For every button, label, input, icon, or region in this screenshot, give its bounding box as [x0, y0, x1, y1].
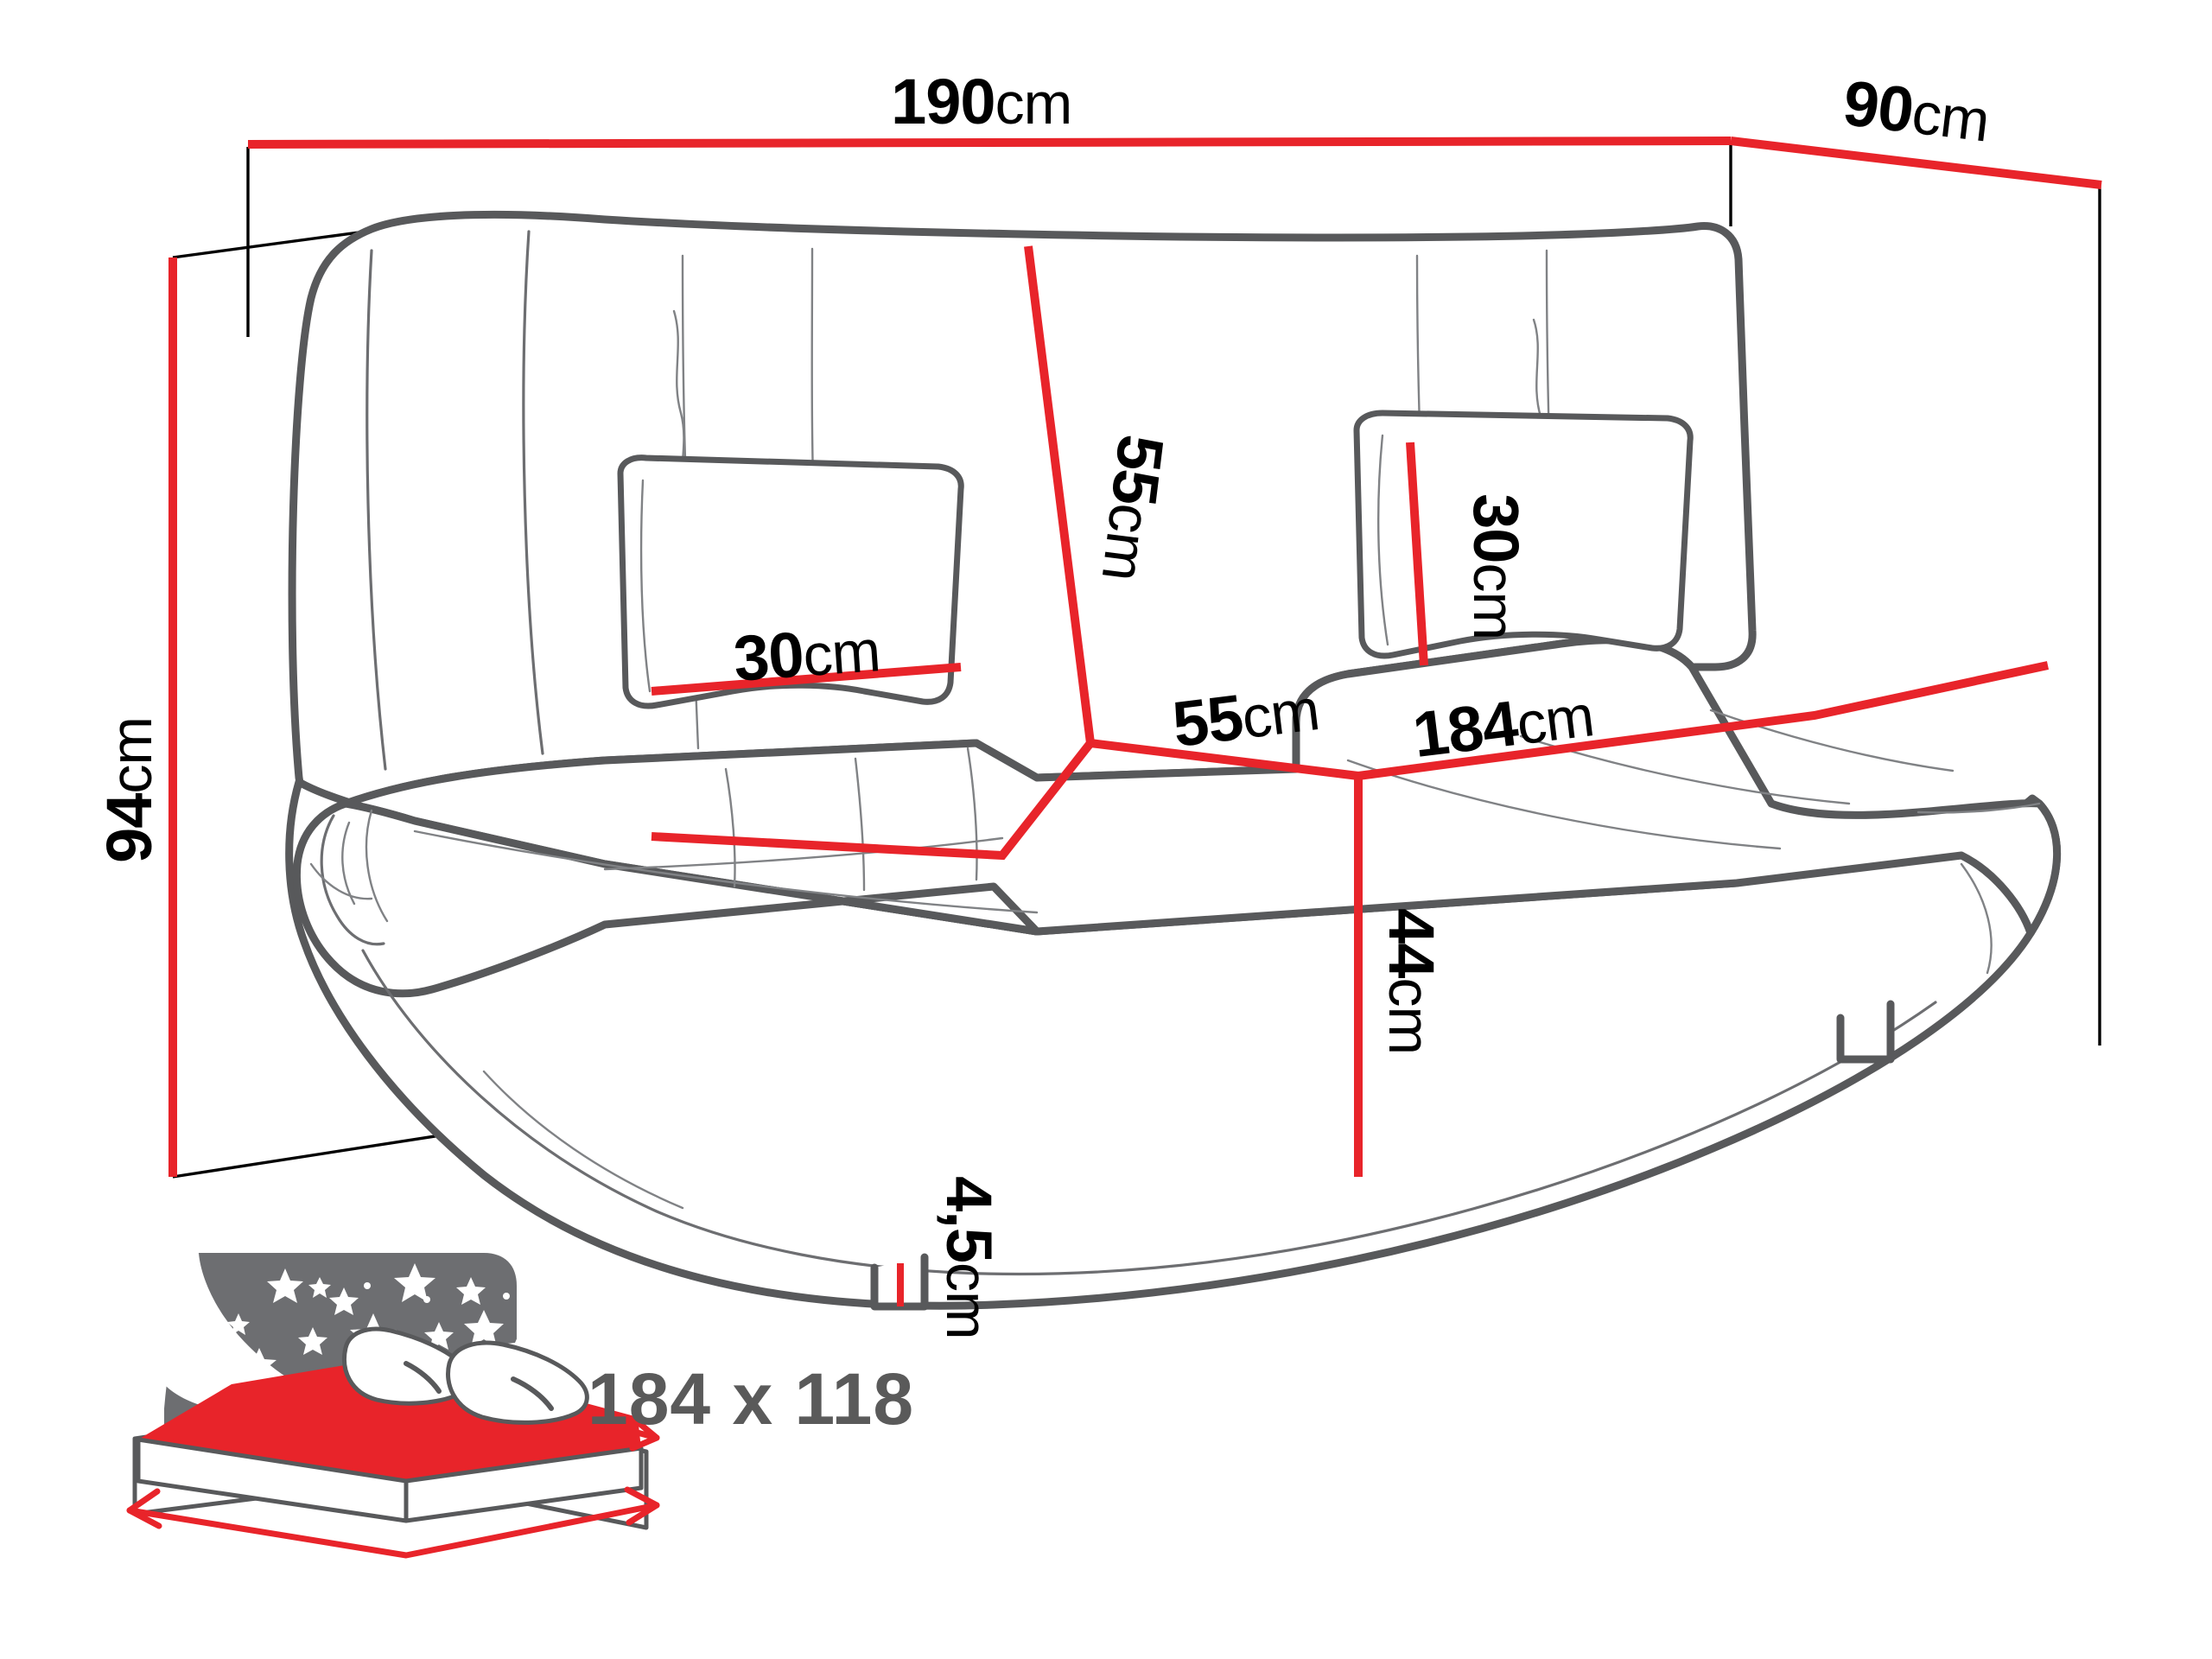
bed-size-label: 184 x 118	[588, 1358, 914, 1440]
bed-dim-arrow-side	[582, 1415, 660, 1441]
dim-line-30-right	[1406, 442, 1428, 666]
pillow-right-seam	[1377, 434, 1389, 646]
dim-line-seat-front	[651, 740, 1094, 861]
dim-line-184	[1357, 661, 2050, 780]
label-44cm: 44cm	[1376, 881, 1447, 1073]
sofa-left-arm	[292, 799, 1041, 998]
dim-line-55-depth	[1090, 739, 1359, 780]
label-55cm-depth: 55cm	[1142, 669, 1342, 763]
bed-pillow-crease-left	[404, 1361, 442, 1394]
bed-moon	[166, 1253, 339, 1416]
bed-dim-arrow-front	[126, 1502, 660, 1559]
label-184cm: 184cm	[1382, 676, 1617, 774]
pillow-left-seam	[639, 479, 652, 693]
bed-pillow-crease-right	[511, 1376, 554, 1411]
bed-dim-arrowhead-right	[624, 1486, 660, 1526]
seat-contours	[413, 709, 2041, 914]
sofa-foot-right	[1836, 1000, 1895, 1064]
label-55cm-height: 55cm	[1086, 404, 1180, 604]
label-4-5cm: 4,5cm	[933, 1149, 1005, 1358]
label-90cm: 90cm	[1813, 63, 2012, 157]
dim-line-30-left	[651, 663, 962, 696]
leader-height-top	[172, 229, 372, 259]
bed-dim-arrowhead-side	[629, 1417, 660, 1452]
dim-line-190	[247, 137, 1732, 149]
left-arm-scroll	[309, 809, 389, 946]
label-94cm: 94cm	[93, 698, 165, 890]
pillow-right	[1353, 410, 1694, 659]
label-30cm-right: 30cm	[1460, 467, 1532, 658]
label-30cm-left: 30cm	[704, 612, 901, 696]
pillow-left	[617, 454, 964, 709]
bed-dim-arrowhead-left	[126, 1488, 162, 1529]
bed-mattress-front-right	[404, 1446, 644, 1523]
label-190cm: 190cm	[864, 66, 1090, 137]
sofa-illustration	[285, 210, 2061, 1311]
dim-line-55-height	[1024, 245, 1095, 744]
dimension-lines	[168, 137, 2102, 1306]
leader-lines	[172, 143, 2101, 1179]
base-contours	[361, 862, 1993, 1276]
dim-line-90	[1730, 137, 2102, 189]
bed-night-icon: 184 x 118	[126, 1253, 914, 1559]
dimension-labels: 190cm 90cm 94cm 55cm 55cm 184cm 44cm 4,5…	[93, 63, 2012, 1358]
